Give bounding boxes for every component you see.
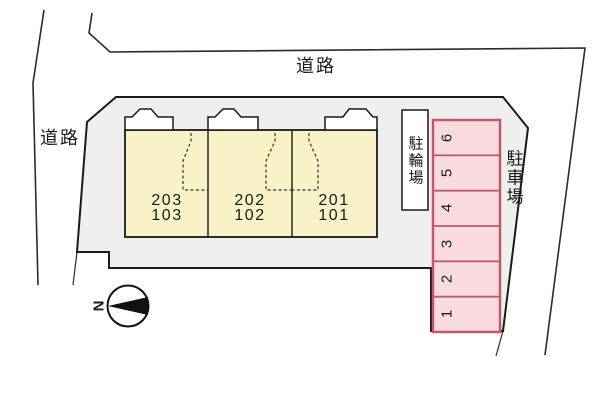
parking-space-number-6: 6 (438, 133, 456, 143)
bicycle-parking-box (401, 109, 429, 211)
room-number-2f: 202 (234, 192, 266, 209)
parking-space-number-5: 5 (438, 168, 456, 178)
stair-path-unit-201 (292, 133, 319, 191)
boundary-tail-right (495, 330, 504, 357)
porch-unit-202 (207, 108, 259, 131)
compass-north-label: N (90, 300, 108, 312)
road-label-top: 道路 (296, 56, 336, 76)
building-outline (124, 129, 378, 238)
parking-space-number-1: 1 (438, 309, 456, 319)
parking-space-number-3: 3 (438, 239, 456, 249)
porch-unit-201 (324, 108, 378, 131)
road-label-left: 道路 (40, 128, 80, 148)
road-edge-top-right (88, 12, 586, 356)
room-number-2f: 203 (151, 192, 183, 209)
room-number-1f: 101 (318, 207, 350, 224)
stair-path-unit-203 (182, 133, 208, 191)
stair-path-unit-202 (265, 133, 292, 191)
porch-unit-203 (124, 108, 174, 131)
room-number-2f: 201 (318, 192, 350, 209)
room-number-1f: 102 (234, 207, 266, 224)
bicycle-parking-label: 駐輪場 (406, 135, 424, 187)
boundary-tail-left (72, 251, 78, 286)
room-number-1f: 103 (151, 207, 183, 224)
car-parking-label: 駐車場 (503, 149, 523, 207)
parking-space-number-4: 4 (438, 203, 456, 213)
road-edge-left (32, 9, 45, 286)
north-arrow-icon (108, 297, 148, 315)
parking-space-number-2: 2 (438, 274, 456, 284)
